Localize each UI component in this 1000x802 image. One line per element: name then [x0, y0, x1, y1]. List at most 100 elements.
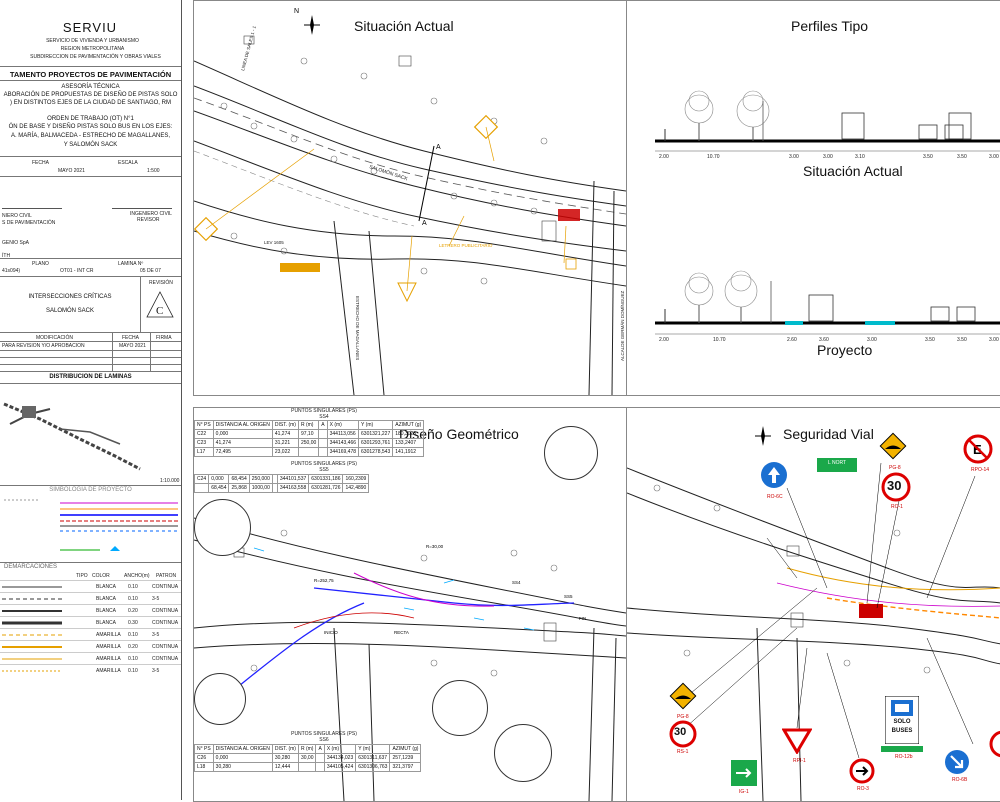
table-subtitle: SS5	[319, 467, 329, 473]
sign-label: IG-1	[739, 789, 749, 795]
curve-data-circle	[432, 680, 488, 736]
dem-ancho: 0.20	[128, 608, 138, 614]
key-map	[3, 402, 141, 471]
lamina-value: 05 DE 07	[140, 268, 161, 274]
dim-label: 3.00	[867, 337, 877, 343]
lamina-label: LAMINA Nº	[118, 261, 144, 267]
title-block: SERVIU SERVICIO DE VIVIENDA Y URBANISMO …	[0, 0, 182, 800]
work-order: ORDEN DE TRABAJO (OT) N°1	[47, 116, 134, 122]
firm: GENIO SpA	[2, 240, 29, 246]
panel-situacion-actual: Situación Actual N A	[193, 0, 627, 396]
letrero-label: LETRERO PUBLICITARIO	[439, 243, 493, 248]
sheet-name-1: INTERSECCIONES CRÍTICAS	[28, 294, 112, 300]
dem-patron: CONTINUA	[152, 620, 179, 626]
table-row: BLANCA 0.10 CONTINUA	[0, 580, 181, 593]
curve-data-circle	[194, 673, 246, 725]
ahead-only-sign-icon	[761, 462, 787, 488]
dist-title: DISTRIBUCION DE LAMINAS	[49, 374, 132, 380]
work-order-line-2: A. MARÍA, BALMACEDA - ESTRECHO DE MAGALL…	[10, 133, 171, 139]
table-row: BLANCA 0.20 CONTINUA	[0, 604, 181, 617]
alcalde-label: ALCALDE GERMÁN DOMÍNGUEZ	[619, 290, 625, 361]
col-header: AZIMUT (g)	[389, 744, 422, 754]
red-sign-icon	[558, 209, 580, 221]
fecha-label: FECHA	[32, 160, 49, 166]
panel-title-geometrico: Diseño Geométrico	[399, 426, 519, 442]
project-line-1: ASESORÍA TÉCNICA	[61, 84, 120, 90]
sign-label: RPI-1	[793, 758, 806, 764]
ing2-line-1: INGENIERO CIVIL	[130, 211, 172, 217]
table-row: AMARILLA 0.20 CONTINUA	[0, 640, 181, 653]
curve-data-circle	[544, 426, 598, 480]
panel-seguridad-vial: Seguridad Vial	[626, 407, 1000, 802]
dim-label: 2.00	[659, 337, 669, 343]
col-header: N° PS	[194, 744, 214, 754]
escala-label: ESCALA	[118, 160, 138, 166]
table-row: BLANCA 0.30 CONTINUA	[0, 616, 181, 629]
dem-patron: 3-5	[152, 596, 160, 602]
row-label: ÍTH	[2, 253, 11, 259]
org-line-2: REGION METROPOLITANA	[60, 46, 125, 52]
dim-label: 2.60	[787, 337, 797, 343]
escala-value: 1:500	[147, 168, 160, 174]
svg-text:N: N	[294, 8, 299, 15]
geo-label-recta: RECTA	[394, 630, 409, 635]
dem-patron: CONTINUA	[152, 656, 179, 662]
revision-triangle-icon	[146, 291, 174, 318]
profile-project	[655, 270, 1000, 335]
sign-label: RS-1	[677, 749, 689, 755]
profile-current	[655, 90, 1000, 152]
dim-label: 3.60	[819, 337, 829, 343]
panel-perfiles-tipo: Perfiles Tipo	[626, 0, 1000, 396]
dem-patron: CONTINUA	[152, 584, 179, 590]
plano-label: PLANO	[32, 261, 49, 267]
north-arrow-icon: N	[294, 8, 320, 35]
ing1-line-2: S DE PAVIMENTACIÓN	[2, 220, 56, 226]
legend-lines	[4, 499, 178, 551]
col-header: DISTANCIA AL ORIGEN	[212, 744, 273, 754]
table-row: BLANCA 0.10 3-5	[0, 592, 181, 605]
dem-color: BLANCA	[96, 584, 117, 590]
table-subtitle: SS4	[319, 414, 329, 420]
dem-ancho: 0.10	[128, 632, 138, 638]
lev-label: LEV 1605	[264, 240, 284, 245]
panel-diseno-geometrico: Diseño Geométrico PUNTOS SINGULARES (PS)…	[193, 407, 627, 802]
project-line-2: ABORACIÓN DE PROPUESTAS DE DISEÑO DE PIS…	[3, 92, 178, 98]
org-line-3: SUBDIRECCION DE PAVIMENTACIÓN Y OBRAS VI…	[30, 54, 161, 60]
project-line-3: ) EN DISTINTOS EJES DE LA CIUDAD DE SANT…	[10, 100, 171, 106]
dim-label: 2.00	[659, 154, 669, 160]
car-icon	[956, 306, 976, 322]
arrow-board-icon	[280, 263, 320, 272]
dem-patron: CONTINUA	[152, 644, 179, 650]
bump-warning-sign-icon	[879, 432, 907, 460]
dim-label: 3.50	[923, 154, 933, 160]
geo-label-r1: R=252,75	[314, 578, 334, 583]
speed-value: 30	[674, 726, 687, 738]
col-header: A	[315, 744, 325, 754]
table-row: AMARILLA 0.10 CONTINUA	[0, 652, 181, 665]
estrecho-label: ESTRECHO DE MAGALLANES	[355, 296, 360, 360]
dim-label: 10.70	[707, 154, 720, 160]
dim-label: 3.00	[989, 154, 999, 160]
profile-title-current: Situación Actual	[803, 163, 903, 179]
table-title: PUNTOS SINGULARES (PS)	[291, 461, 357, 467]
dem-color: AMARILLA	[96, 632, 121, 638]
panel-title-seguridad: Seguridad Vial	[783, 426, 874, 442]
geo-label-ss5: SS5	[564, 594, 573, 599]
geo-label-ss4: SS4	[512, 580, 521, 585]
plano-value: OT01 - INT CR	[60, 268, 94, 274]
bus-icon	[808, 294, 834, 322]
col-header: X (m)	[323, 744, 357, 754]
no-parking-sign-icon: E	[963, 434, 993, 464]
geo-label-fin: FIN	[579, 616, 586, 621]
bus-icon	[948, 112, 972, 140]
sign-label: RO-6B	[952, 777, 968, 783]
work-order-line-3: Y SALOMÓN SACK	[63, 142, 118, 148]
bus-icon	[841, 112, 865, 140]
table-subtitle: SS6	[319, 737, 329, 743]
sign-label: RO-3	[857, 786, 869, 792]
panel-title-situacion: Situación Actual	[354, 18, 454, 34]
